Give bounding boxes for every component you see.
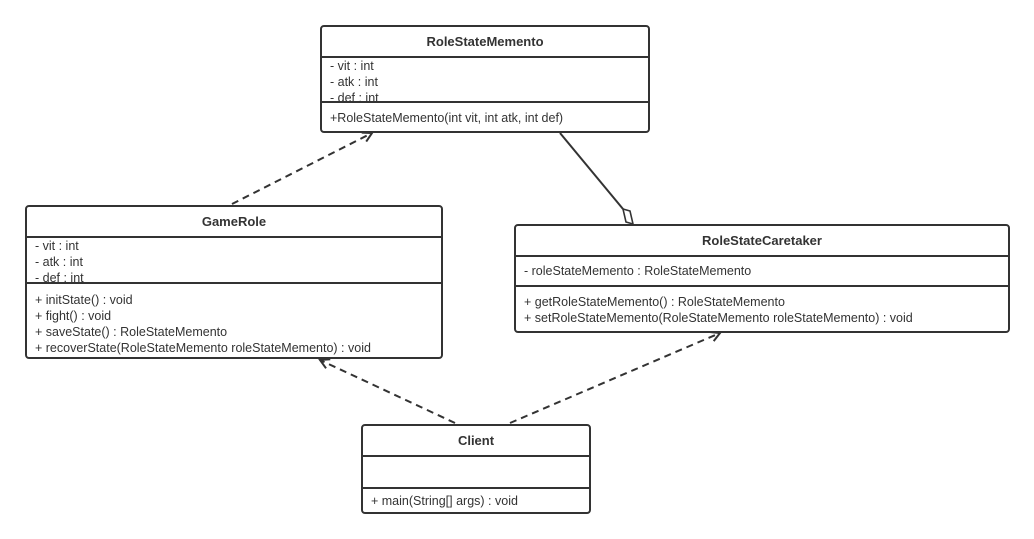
attribute: - def : int — [35, 271, 84, 284]
attributes: - vit : int - atk : int - def : int — [27, 238, 441, 284]
attribute: - roleStateMemento : RoleStateMemento — [524, 264, 752, 278]
method: + fight() : void — [35, 309, 112, 323]
attributes: - vit : int - atk : int - def : int — [322, 58, 648, 103]
class-name: Client — [363, 426, 589, 457]
method: + main(String[] args) : void — [371, 494, 518, 508]
attributes — [363, 457, 589, 489]
class-rolestatememento[interactable]: RoleStateMemento - vit : int - atk : int… — [320, 25, 650, 133]
dependency-client-gamerole — [320, 360, 456, 424]
methods: +RoleStateMemento(int vit, int atk, int … — [322, 103, 648, 126]
class-name: GameRole — [27, 207, 441, 238]
methods: + getRoleStateMemento() : RoleStateMemen… — [516, 287, 1008, 326]
method: + setRoleStateMemento(RoleStateMemento r… — [524, 311, 913, 325]
dependency-client-caretaker — [509, 333, 720, 424]
class-client[interactable]: Client + main(String[] args) : void — [361, 424, 591, 514]
class-name: RoleStateMemento — [322, 27, 648, 58]
method: + saveState() : RoleStateMemento — [35, 325, 228, 339]
methods: + main(String[] args) : void — [363, 489, 589, 509]
attribute: - atk : int — [35, 255, 83, 269]
attribute: - def : int — [330, 91, 379, 103]
class-name: RoleStateCaretaker — [516, 226, 1008, 257]
methods: + initState() : void + fight() : void + … — [27, 284, 441, 356]
method: + recoverState(RoleStateMemento roleStat… — [35, 341, 371, 355]
attribute: - vit : int — [35, 239, 79, 253]
dependency-gamerole-memento — [231, 133, 372, 205]
class-rolestatecaretaker[interactable]: RoleStateCaretaker - roleStateMemento : … — [514, 224, 1010, 333]
aggregation-diamond — [621, 207, 635, 226]
method: + getRoleStateMemento() : RoleStateMemen… — [524, 295, 785, 309]
aggregation-line — [559, 132, 624, 210]
attribute: - vit : int — [330, 59, 374, 73]
attributes: - roleStateMemento : RoleStateMemento — [516, 257, 1008, 287]
method: + initState() : void — [35, 293, 133, 307]
method: +RoleStateMemento(int vit, int atk, int … — [330, 111, 564, 125]
attribute: - atk : int — [330, 75, 378, 89]
class-gamerole[interactable]: GameRole - vit : int - atk : int - def :… — [25, 205, 443, 359]
